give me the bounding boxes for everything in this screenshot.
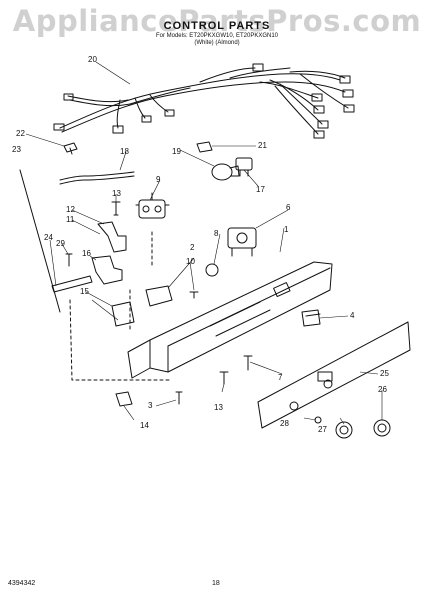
- callout-8: 8: [214, 229, 219, 238]
- callout-9: 9: [156, 175, 161, 184]
- wiring-harness: [53, 63, 355, 139]
- callout-24: 24: [44, 233, 53, 242]
- control-panel-25: [257, 321, 411, 429]
- screw-29: [65, 253, 73, 267]
- holder-5: [301, 309, 321, 327]
- callout-4: 4: [350, 311, 355, 320]
- knob-8: [205, 263, 219, 277]
- callout-17: 17: [256, 185, 265, 194]
- colors-line: (White) (Almond): [194, 40, 240, 46]
- clip-4: [305, 313, 321, 317]
- knob-27: [335, 421, 353, 439]
- callout-14: 14: [140, 421, 149, 430]
- footer-part-number: 4394342: [8, 580, 36, 587]
- switch-16: [91, 255, 123, 285]
- screw-10: [189, 291, 199, 299]
- watermark: AppliancePartsPros.com: [12, 4, 422, 38]
- callout-19: 19: [172, 147, 181, 156]
- callout-2: 2: [190, 243, 195, 252]
- callout-15: 15: [80, 287, 89, 296]
- callout-29: 29: [56, 239, 65, 248]
- callout-16: 16: [82, 249, 91, 258]
- tube-18: [59, 171, 135, 181]
- bracket-12: [97, 221, 127, 253]
- screw-7: [243, 355, 253, 371]
- callout-12: 12: [66, 205, 75, 214]
- rod-23: [19, 169, 61, 313]
- callout-11: 11: [66, 215, 75, 224]
- callout-1: 1: [284, 225, 289, 234]
- callout-10: 10: [186, 257, 195, 266]
- callout-13-bottom: 13: [214, 403, 223, 412]
- clip-14: [115, 391, 133, 407]
- callout-22: 22: [16, 129, 25, 138]
- callout-25: 25: [380, 369, 389, 378]
- knob-26: [373, 419, 391, 437]
- callout-27: 27: [318, 425, 327, 434]
- bracket-15: [111, 301, 135, 327]
- screw-13-bottom: [219, 371, 229, 385]
- callout-23: 23: [12, 145, 21, 154]
- callout-20: 20: [88, 55, 97, 64]
- bracket-21: [196, 141, 213, 153]
- callout-28: 28: [280, 419, 289, 428]
- callout-21: 21: [258, 141, 267, 150]
- thermostat-9: [135, 192, 170, 219]
- callout-13-top: 13: [112, 189, 121, 198]
- callout-3: 3: [148, 401, 153, 410]
- diagram-title: CONTROL PARTS: [163, 20, 271, 32]
- control-assembly-6: [227, 227, 257, 257]
- callout-18: 18: [120, 147, 129, 156]
- callout-7: 7: [278, 373, 283, 382]
- bracket-24: [51, 275, 93, 293]
- control-housing-1: [127, 261, 333, 379]
- callout-26: 26: [378, 385, 387, 394]
- callout-6: 6: [286, 203, 291, 212]
- bracket-2: [145, 285, 173, 307]
- models-line: For Models: ET20PKXGW10, ET20PKXGN10: [155, 33, 279, 39]
- screw-3: [175, 391, 183, 405]
- footer-page-number: 18: [212, 580, 220, 587]
- clip-22: [63, 142, 78, 155]
- screw-13-top: [111, 201, 121, 216]
- light-bulb-19: [211, 163, 240, 181]
